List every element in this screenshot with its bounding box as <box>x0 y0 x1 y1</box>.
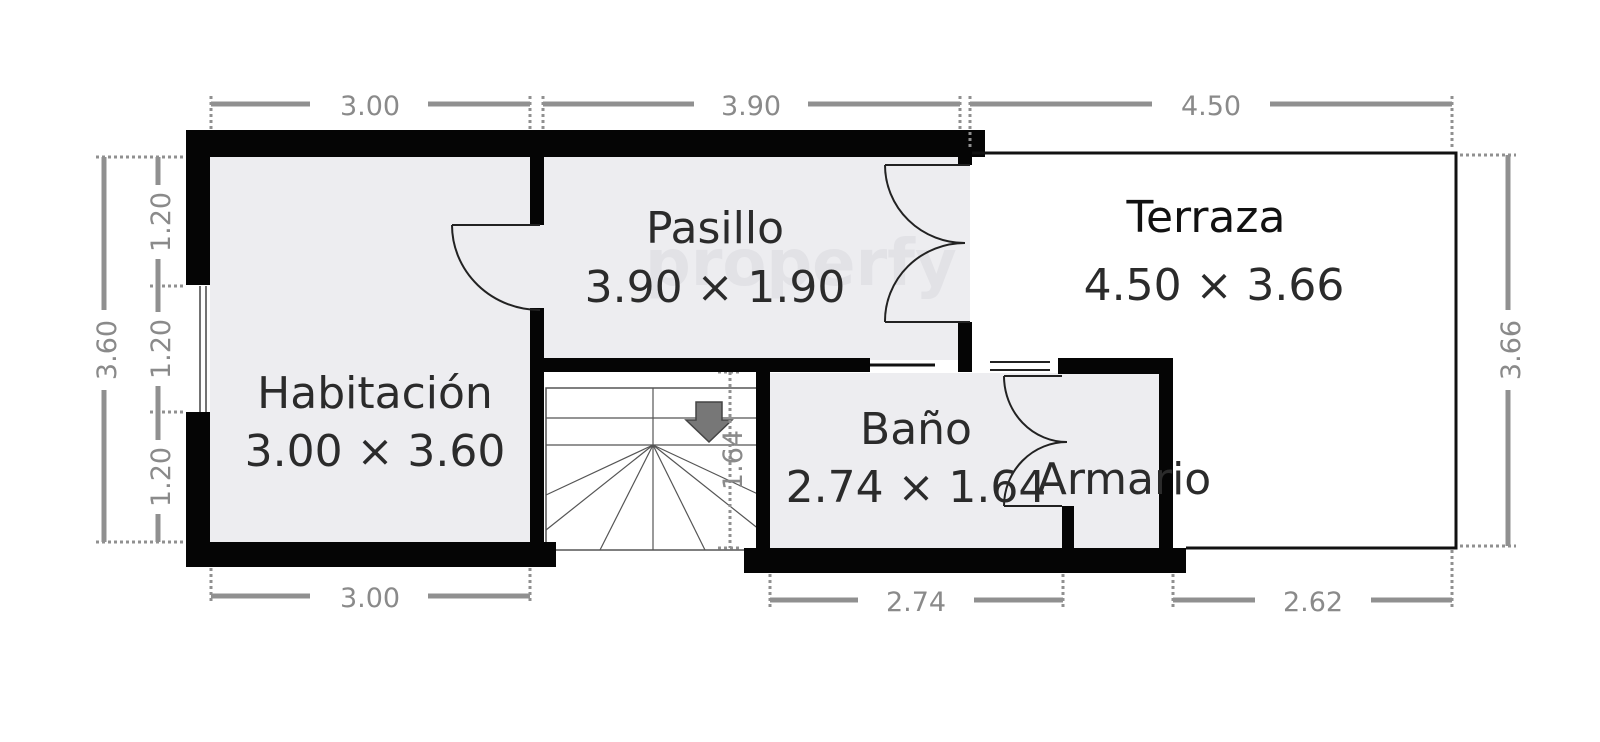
dim-left-segment-1: 1.20 <box>146 192 177 252</box>
dim-bottom-habitacion: 3.00 <box>340 583 400 614</box>
dim-left-total: 3.60 <box>92 320 123 380</box>
door-terraza-upper <box>884 164 970 244</box>
dim-bottom-terraza: 2.62 <box>1283 587 1343 618</box>
dim-top-pasillo: 3.90 <box>721 91 781 122</box>
floors <box>210 157 1165 548</box>
terraza-name: Terraza <box>1126 192 1286 243</box>
doors <box>451 164 1068 507</box>
terrace-outline <box>199 151 1458 550</box>
dim-left-segment-3: 1.20 <box>146 447 177 507</box>
dimension-left: 3.60 1.20 1.20 1.20 <box>88 155 186 544</box>
bano-name: Baño <box>860 404 972 455</box>
bano-floor <box>770 373 1070 548</box>
door-armario-upper <box>1003 375 1068 443</box>
terraza-size: 4.50 × 3.66 <box>1084 260 1345 311</box>
staircase: 1.64 <box>545 370 761 551</box>
habitacion-floor <box>210 157 540 542</box>
dim-stair: 1.64 <box>718 430 749 490</box>
walls <box>186 130 1186 573</box>
habitacion-size: 3.00 × 3.60 <box>245 426 506 477</box>
dimension-bottom: 3.00 2.74 2.62 <box>209 550 1454 618</box>
dim-top-terraza: 4.50 <box>1181 91 1241 122</box>
pasillo-size: 3.90 × 1.90 <box>585 262 846 313</box>
armario-floor <box>1070 373 1165 548</box>
watermark: properfy <box>645 227 957 301</box>
armario-name: Armario <box>1037 454 1211 505</box>
pasillo-name: Pasillo <box>646 203 784 254</box>
dimension-top: 3.00 3.90 4.50 <box>209 88 1454 150</box>
dim-bottom-bano: 2.74 <box>886 587 946 618</box>
dim-top-habitacion: 3.00 <box>340 91 400 122</box>
dim-left-segment-2: 1.20 <box>146 319 177 379</box>
arrow-down-icon <box>684 401 734 444</box>
bano-size: 2.74 × 1.64 <box>786 462 1047 513</box>
pasillo-floor <box>540 157 970 360</box>
room-labels: Habitación 3.00 × 3.60 Pasillo 3.90 × 1.… <box>245 192 1345 513</box>
habitacion-name: Habitación <box>257 368 493 419</box>
door-armario-lower <box>1003 441 1068 507</box>
dim-right-terraza: 3.66 <box>1496 320 1527 380</box>
door-habitacion <box>451 224 541 311</box>
dimension-right: 3.66 <box>1460 153 1527 548</box>
door-terraza-lower <box>883 242 970 323</box>
